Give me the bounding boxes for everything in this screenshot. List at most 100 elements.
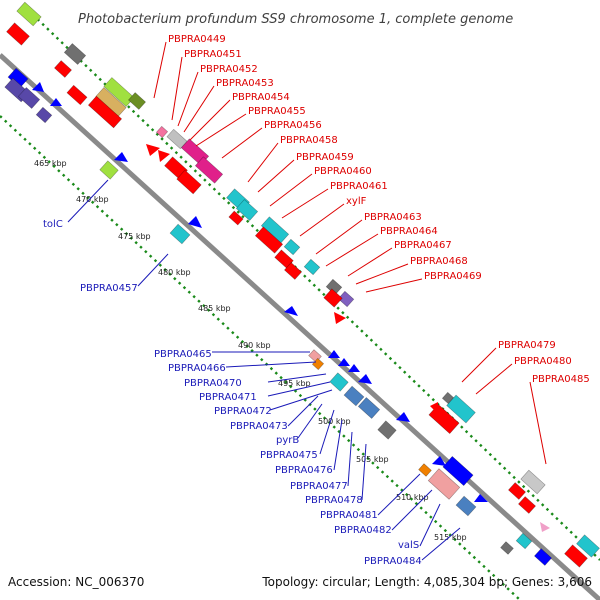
gene-block[interactable] xyxy=(176,169,202,195)
gene-block[interactable] xyxy=(520,469,546,495)
gene-block[interactable] xyxy=(284,262,302,280)
gene-label[interactable]: PBPRA0451 xyxy=(184,49,242,60)
gene-block[interactable] xyxy=(128,92,146,110)
gene-arrow[interactable] xyxy=(358,374,372,384)
gene-block[interactable] xyxy=(508,482,526,500)
gene-arrow[interactable] xyxy=(328,350,340,358)
gene-label[interactable]: PBPRA0466 xyxy=(168,363,226,374)
gene-label[interactable]: PBPRA0467 xyxy=(394,240,452,251)
gene-block[interactable] xyxy=(87,95,123,129)
gene-label[interactable]: PBPRA0477 xyxy=(290,481,348,492)
gene-arrow[interactable] xyxy=(474,494,488,502)
gene-block[interactable] xyxy=(576,534,600,558)
gene-block[interactable] xyxy=(323,288,343,308)
gene-block[interactable] xyxy=(534,548,552,566)
gene-block[interactable] xyxy=(343,385,365,407)
leader-line xyxy=(183,85,215,133)
gene-label[interactable]: PBPRA0456 xyxy=(264,120,322,131)
gene-label[interactable]: PBPRA0464 xyxy=(380,226,438,237)
gene-block[interactable] xyxy=(441,391,455,405)
gene-block[interactable] xyxy=(35,106,53,124)
gene-block[interactable] xyxy=(518,496,536,514)
gene-block[interactable] xyxy=(446,394,476,424)
gene-label[interactable]: PBPRA0476 xyxy=(275,465,333,476)
gene-block[interactable] xyxy=(6,22,30,46)
gene-label[interactable]: PBPRA0484 xyxy=(364,556,422,567)
gene-label[interactable]: PBPRA0463 xyxy=(364,212,422,223)
gene-label[interactable]: valS xyxy=(398,540,419,551)
gene-label[interactable]: PBPRA0469 xyxy=(424,271,482,282)
gene-label[interactable]: PBPRA0465 xyxy=(154,349,212,360)
gene-label[interactable]: PBPRA0454 xyxy=(232,92,290,103)
gene-block[interactable] xyxy=(500,541,514,555)
gene-label[interactable]: PBPRA0480 xyxy=(514,356,572,367)
gene-block[interactable] xyxy=(337,290,355,308)
gene-block[interactable] xyxy=(564,544,588,568)
gene-block[interactable] xyxy=(254,226,284,254)
gene-label[interactable]: PBPRA0485 xyxy=(532,374,590,385)
gene-arrow[interactable] xyxy=(432,456,446,466)
gene-label[interactable]: PBPRA0458 xyxy=(280,135,338,146)
gene-block[interactable] xyxy=(17,87,41,109)
gene-block[interactable] xyxy=(283,238,301,256)
gene-arrow[interactable] xyxy=(396,412,410,422)
gene-label[interactable]: PBPRA0453 xyxy=(216,78,274,89)
gene-block[interactable] xyxy=(228,210,244,226)
gene-block[interactable] xyxy=(235,199,259,221)
gene-block[interactable] xyxy=(66,84,88,106)
gene-arrow[interactable] xyxy=(338,358,350,366)
gene-arrow[interactable] xyxy=(146,144,160,156)
gene-block[interactable] xyxy=(515,532,533,550)
gene-label[interactable]: PBPRA0455 xyxy=(248,106,306,117)
gene-arrow[interactable] xyxy=(284,306,298,316)
gene-arrow[interactable] xyxy=(158,150,170,162)
gene-label[interactable]: PBPRA0470 xyxy=(184,378,242,389)
gene-block[interactable] xyxy=(169,223,191,245)
gene-label[interactable]: PBPRA0449 xyxy=(168,34,226,45)
gene-block[interactable] xyxy=(427,468,461,500)
gene-arrow[interactable] xyxy=(32,82,44,92)
gene-label[interactable]: PBPRA0472 xyxy=(214,406,272,417)
gene-arrow[interactable] xyxy=(540,522,550,532)
leader-line xyxy=(221,127,263,159)
gene-block[interactable] xyxy=(63,43,87,65)
gene-label[interactable]: PBPRA0452 xyxy=(200,64,258,75)
gene-label[interactable]: PBPRA0457 xyxy=(80,283,138,294)
gene-arrow[interactable] xyxy=(430,402,438,414)
gene-block[interactable] xyxy=(418,463,432,477)
gene-arrow[interactable] xyxy=(114,152,128,162)
gene-label[interactable]: PBPRA0461 xyxy=(330,181,388,192)
gene-label[interactable]: PBPRA0460 xyxy=(314,166,372,177)
gene-label[interactable]: PBPRA0468 xyxy=(410,256,468,267)
gene-arrow[interactable] xyxy=(188,216,202,228)
gene-arrow[interactable] xyxy=(50,98,62,106)
gene-block[interactable] xyxy=(194,156,224,184)
gene-label[interactable]: tolC xyxy=(43,219,63,230)
gene-arrow[interactable] xyxy=(334,312,346,324)
gene-block[interactable] xyxy=(303,258,321,276)
gene-label[interactable]: PBPRA0481 xyxy=(320,510,378,521)
gene-label[interactable]: xylF xyxy=(346,196,367,207)
gene-arrow[interactable] xyxy=(348,364,360,372)
gene-label[interactable]: PBPRA0459 xyxy=(296,152,354,163)
leader-line xyxy=(189,99,231,141)
gene-block[interactable] xyxy=(166,128,188,150)
gene-block[interactable] xyxy=(377,420,397,440)
gene-block[interactable] xyxy=(16,1,42,27)
gene-block[interactable] xyxy=(311,357,325,371)
gene-block[interactable] xyxy=(103,77,135,107)
gene-block[interactable] xyxy=(442,456,474,486)
gene-label[interactable]: pyrB xyxy=(276,435,299,446)
gene-label[interactable]: PBPRA0479 xyxy=(498,340,556,351)
gene-block[interactable] xyxy=(455,495,477,517)
gene-label[interactable]: PBPRA0473 xyxy=(230,421,288,432)
gene-label[interactable]: PBPRA0475 xyxy=(260,450,318,461)
gene-label[interactable]: PBPRA0471 xyxy=(199,392,257,403)
gene-block[interactable] xyxy=(155,125,169,139)
gene-block[interactable] xyxy=(357,397,381,419)
gene-block[interactable] xyxy=(99,160,119,180)
gene-label[interactable]: PBPRA0478 xyxy=(305,495,363,506)
gene-block[interactable] xyxy=(54,60,72,78)
gene-block[interactable] xyxy=(329,372,349,392)
gene-label[interactable]: PBPRA0482 xyxy=(334,525,392,536)
